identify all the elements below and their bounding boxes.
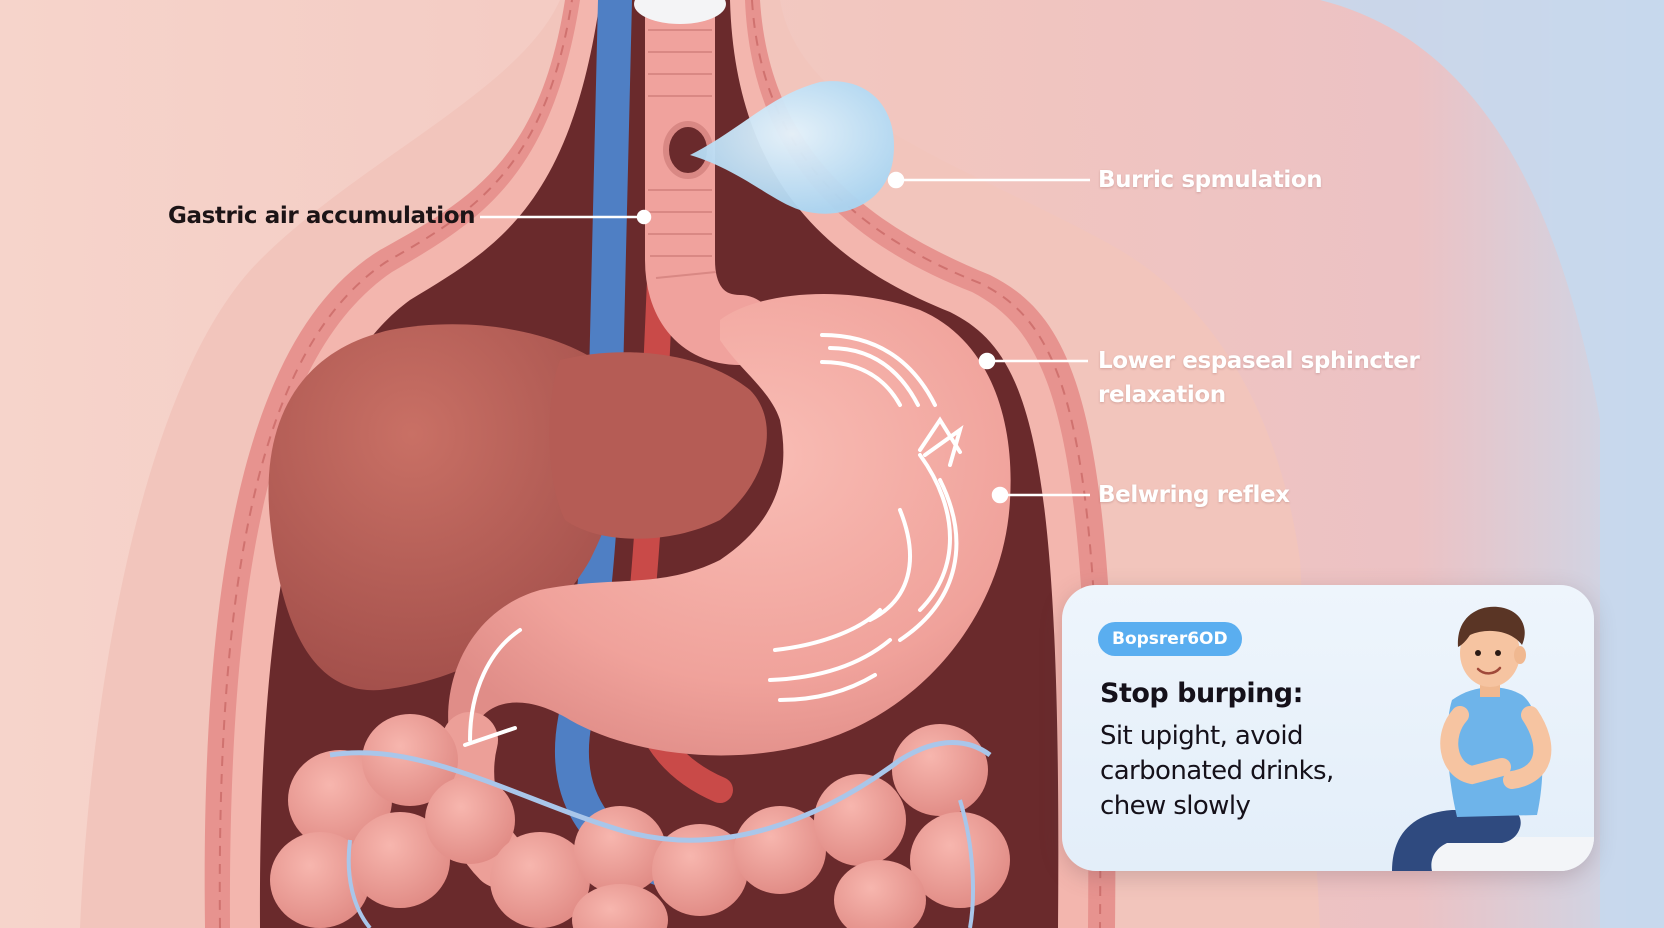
label-gastric-air: Gastric air accumulation (168, 203, 476, 229)
cavity-dashed-line (218, 0, 1102, 928)
label-lower-sphincter-2: relaxation (1098, 382, 1226, 408)
person-head (1460, 619, 1520, 687)
tip-badge: Bopsrer6OD (1098, 622, 1242, 656)
vein (554, 0, 717, 897)
person-legs (1392, 810, 1521, 871)
person-hair (1457, 606, 1525, 647)
tip-card: Bopsrer6OD Stop burping: Sit upight, avo… (1062, 585, 1594, 871)
person-eye-right (1495, 650, 1501, 656)
tip-line: chew slowly (1100, 791, 1251, 821)
air-bubble (690, 81, 895, 214)
leader-lines (480, 171, 1090, 504)
tip-body: Sit upight, avoid carbonated drinks, che… (1100, 719, 1370, 824)
air-flow-arrows (463, 333, 964, 747)
person-ear (1514, 646, 1526, 664)
esophagus-top-cap (634, 0, 726, 24)
right-shoulder (1320, 0, 1664, 928)
tip-line: carbonated drinks, (1100, 756, 1334, 786)
person-illustration (1392, 606, 1594, 871)
esophagus-rings (648, 29, 717, 279)
label-burric: Burric spmulation (1098, 167, 1323, 193)
person-eye-left (1475, 650, 1481, 656)
label-lower-sphincter-1: Lower espaseal sphincter (1098, 348, 1420, 374)
stomach (448, 293, 1011, 756)
label-belwring: Belwring reflex (1098, 482, 1290, 508)
tip-line: Sit upight, avoid (1100, 721, 1303, 751)
intestine-vessel (329, 740, 992, 843)
intestines (270, 714, 1010, 928)
person-arm-left (1440, 706, 1511, 785)
tip-heading: Stop burping: (1100, 678, 1303, 709)
liver-right-lobe (549, 352, 767, 539)
person-smile (1476, 666, 1502, 675)
person-arm-right (1503, 706, 1552, 789)
intestine-vessel-2 (346, 799, 975, 928)
